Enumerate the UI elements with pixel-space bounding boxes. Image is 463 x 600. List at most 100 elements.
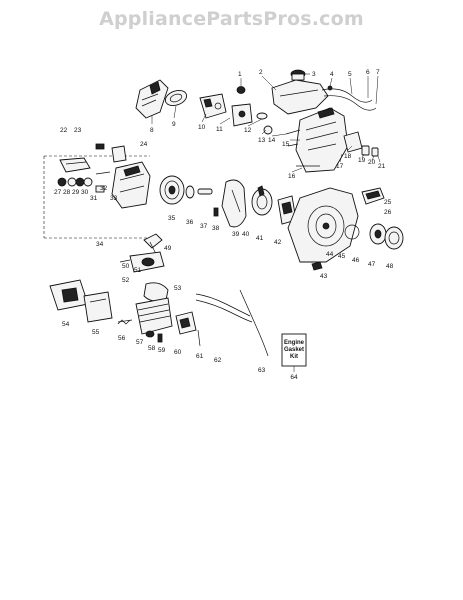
handle-pin-part xyxy=(95,171,111,193)
callout-38: 38 xyxy=(212,225,220,232)
callout-47: 47 xyxy=(368,261,376,268)
starter-pawl-part xyxy=(311,261,323,271)
starter-pulley-part xyxy=(369,223,387,245)
callout-41: 41 xyxy=(256,235,264,242)
callout-10: 10 xyxy=(198,124,206,131)
callout-31: 31 xyxy=(90,195,98,202)
kit-line-2: Gasket xyxy=(284,347,304,353)
callout-8: 8 xyxy=(150,127,154,134)
callout-48: 48 xyxy=(386,263,394,270)
clutch-drum-part xyxy=(384,226,404,250)
callout-63: 63 xyxy=(258,367,266,374)
fuel-lines-part xyxy=(321,85,377,111)
callout-45: 45 xyxy=(338,253,346,260)
callout-49: 49 xyxy=(164,245,172,252)
starter-handle-part xyxy=(361,187,385,205)
callout-32: 32 xyxy=(100,185,108,192)
callout-37: 37 xyxy=(200,223,208,230)
callout-28: 28 xyxy=(63,189,71,196)
callout-22: 22 xyxy=(60,127,68,134)
callout-3: 3 xyxy=(312,71,316,78)
callout-29: 29 xyxy=(72,189,80,196)
callout-23: 23 xyxy=(74,127,82,134)
spacer-part xyxy=(213,207,219,217)
throttle-lever-part xyxy=(59,157,91,173)
callout-33: 33 xyxy=(110,195,118,202)
leader-lines xyxy=(151,73,381,173)
fuel-tank-part xyxy=(271,79,329,115)
callout-1: 1 xyxy=(238,71,242,78)
callout-17: 17 xyxy=(336,163,344,170)
callout-7: 7 xyxy=(376,69,380,76)
callout-56: 56 xyxy=(118,335,126,342)
callout-4: 4 xyxy=(330,71,334,78)
muffler-small-parts xyxy=(361,145,379,157)
callout-61: 61 xyxy=(196,353,204,360)
callout-19: 19 xyxy=(358,157,366,164)
callout-62: 62 xyxy=(214,357,222,364)
spark-plug-part xyxy=(157,333,163,343)
callout-59: 59 xyxy=(158,347,166,354)
callout-5: 5 xyxy=(348,71,352,78)
callout-2: 2 xyxy=(259,69,263,76)
callout-13: 13 xyxy=(258,137,266,144)
callout-55: 55 xyxy=(92,329,100,336)
callout-36: 36 xyxy=(186,219,194,226)
handle-washers-part xyxy=(57,177,93,187)
kit-line-3: Kit xyxy=(290,354,298,360)
callout-25: 25 xyxy=(384,199,392,206)
callout-21: 21 xyxy=(378,163,386,170)
connecting-rod-part xyxy=(143,233,163,255)
screw-part xyxy=(117,319,133,325)
callout-labels: 1 2 3 4 5 6 7 8 9 10 11 12 13 14 15 16 1… xyxy=(54,69,394,374)
callout-50: 50 xyxy=(122,263,130,270)
starter-cover-part xyxy=(221,179,247,228)
callout-46: 46 xyxy=(352,257,360,264)
air-filter-cover-part xyxy=(135,79,169,119)
callout-15: 15 xyxy=(282,141,290,148)
callout-58: 58 xyxy=(148,345,156,352)
kill-switch-wire-part xyxy=(195,293,253,323)
throttle-cable-part xyxy=(239,289,269,357)
callout-54: 54 xyxy=(62,321,70,328)
clutch-housing-part xyxy=(159,175,185,205)
callout-35: 35 xyxy=(168,215,176,222)
callout-60: 60 xyxy=(174,349,182,356)
air-box-part xyxy=(49,279,89,311)
callout-12: 12 xyxy=(244,127,252,134)
callout-34: 34 xyxy=(96,241,104,248)
callout-51: 51 xyxy=(134,267,142,274)
callout-30: 30 xyxy=(81,189,89,196)
callout-53: 53 xyxy=(174,285,182,292)
callout-20: 20 xyxy=(368,159,376,166)
callout-43: 43 xyxy=(320,273,328,280)
callout-9: 9 xyxy=(172,121,176,128)
callout-42: 42 xyxy=(274,239,282,246)
kit-number: 64 xyxy=(290,374,298,381)
engine-gasket-kit-box: Engine Gasket Kit 64 xyxy=(281,333,307,381)
callout-26: 26 xyxy=(384,209,392,216)
fuel-cap-part xyxy=(290,69,306,81)
callout-14: 14 xyxy=(268,137,276,144)
recoil-housing-part xyxy=(287,187,359,263)
cylinder-part xyxy=(135,297,173,338)
callout-52: 52 xyxy=(122,277,130,284)
ignition-module-part xyxy=(175,311,197,335)
callout-44: 44 xyxy=(326,251,334,258)
air-filter-element-part xyxy=(164,89,188,107)
housing-screws-part xyxy=(285,129,320,167)
callout-40: 40 xyxy=(242,231,250,238)
throttle-parts-part xyxy=(95,143,127,163)
pin-part xyxy=(197,329,201,347)
handle-housing-part xyxy=(111,161,151,209)
callout-57: 57 xyxy=(136,339,144,346)
shaft-part xyxy=(197,188,213,195)
carburetor-part xyxy=(199,93,227,119)
callout-6: 6 xyxy=(366,69,370,76)
watermark: AppliancePartsPros.com xyxy=(99,8,364,30)
callout-18: 18 xyxy=(344,153,352,160)
callout-16: 16 xyxy=(288,173,296,180)
carburetor-body-part xyxy=(231,103,253,127)
callout-11: 11 xyxy=(216,126,223,133)
